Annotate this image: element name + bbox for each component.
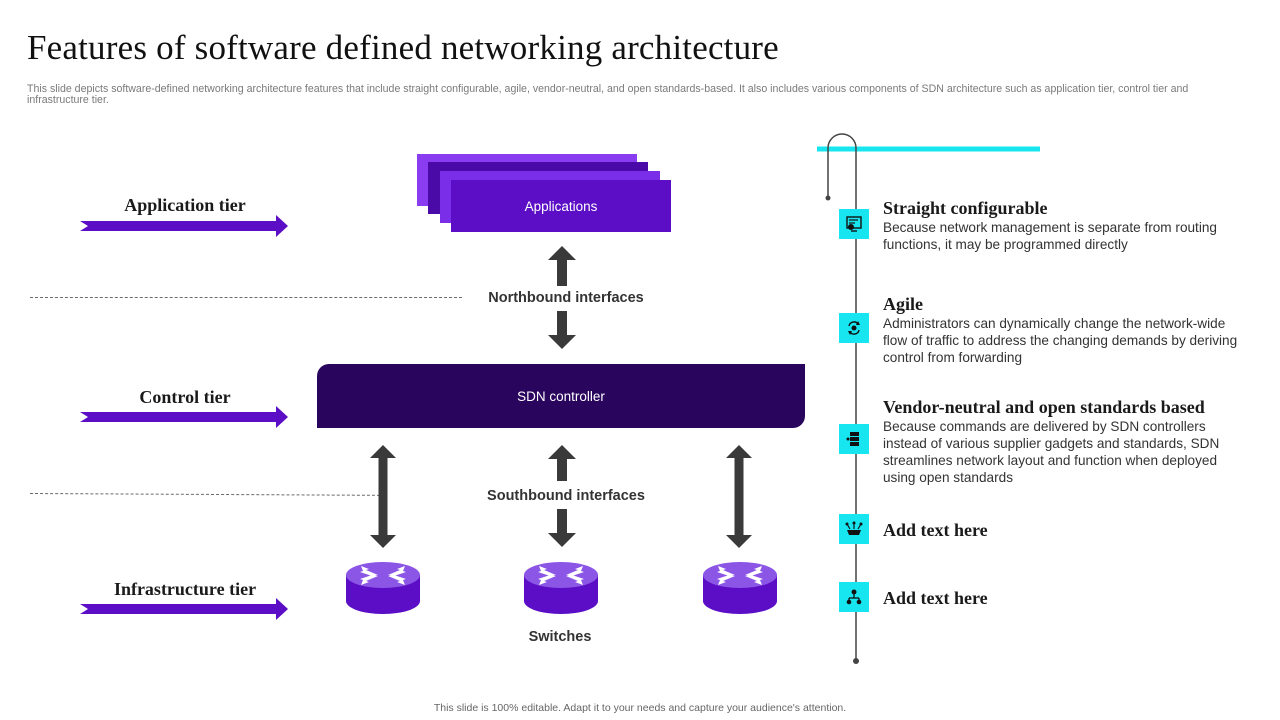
down-arrow-icon — [548, 509, 576, 547]
sdn-controller-box: SDN controller — [317, 364, 805, 428]
application-tier-label: Application tier — [124, 195, 246, 215]
infrastructure-tier-label: Infrastructure tier — [113, 579, 257, 599]
feature-title-placeholder: Add text here — [883, 588, 988, 608]
northbound-interfaces-label: Northbound interfaces — [488, 290, 644, 306]
feature-title-straight-configurable: Straight configurable — [883, 198, 1048, 218]
bidirectional-arrow-icon — [370, 445, 396, 548]
slide-description: This slide depicts software-defined netw… — [27, 83, 1189, 106]
feature-title-placeholder: Add text here — [883, 520, 988, 540]
switches-label: Switches — [528, 629, 592, 645]
separator-line — [29, 493, 380, 496]
feature-description: Because network management is separate f… — [883, 220, 1217, 252]
control-tier-arrow — [80, 406, 288, 428]
southbound-interfaces-label: Southbound interfaces — [487, 488, 645, 504]
control-tier-label: Control tier — [139, 387, 231, 407]
feature-description: Administrators can dynamically change th… — [883, 316, 1238, 365]
page-title: Features of software defined networking … — [27, 28, 779, 67]
applications-box: Applications — [451, 180, 671, 232]
down-arrow-icon — [548, 311, 576, 349]
bidirectional-arrow-icon — [726, 445, 752, 548]
footer-note: This slide is 100% editable. Adapt it to… — [433, 702, 847, 714]
up-arrow-icon — [548, 445, 576, 481]
switch-icon — [703, 562, 777, 614]
application-tier-arrow — [80, 215, 288, 237]
network-hub-icon — [839, 514, 869, 544]
feature-description: Because commands are delivered by SDN co… — [883, 419, 1220, 485]
feature-title-agile: Agile — [883, 294, 923, 314]
hierarchy-icon — [839, 582, 869, 612]
settings-screen-icon — [839, 209, 869, 239]
infrastructure-tier-arrow — [80, 598, 288, 620]
up-arrow-icon — [548, 246, 576, 286]
cloud-sync-icon — [839, 313, 869, 343]
feature-title-vendor-neutral: Vendor-neutral and open standards based — [883, 397, 1205, 417]
separator-line — [30, 297, 462, 298]
server-icon — [839, 424, 869, 454]
switch-icon — [346, 562, 420, 614]
switch-icon — [524, 562, 598, 614]
